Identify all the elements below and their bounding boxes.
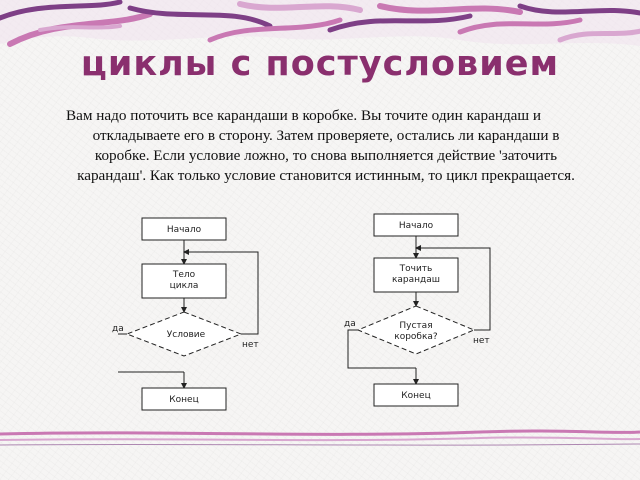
right-body-label-2: карандаш [392,275,440,285]
left-end-label: Конец [169,395,198,405]
slide-title: циклы с постусловием [80,44,560,84]
right-end-label: Конец [401,391,430,401]
right-condition-diamond [356,305,476,355]
right-flowchart [347,213,491,407]
right-body-box [373,257,459,293]
right-no-label: нет [473,336,490,346]
paragraph-line-1: Вам надо поточить все карандаши в коробк… [66,107,542,124]
left-yes-label: да [112,324,124,334]
left-no-label: нет [242,340,259,350]
left-flowchart [118,217,259,411]
right-body-label-1: Точить [399,264,433,274]
left-condition-diamond [125,311,243,357]
description-paragraph: Вам надо поточить все карандаши в коробк… [66,106,586,186]
left-condition-label: Условие [167,330,206,340]
right-end-box [373,383,459,407]
right-yes-label: да [344,319,356,329]
left-body-label-1: Тело [172,270,196,280]
decorative-ribbons-top [0,0,640,47]
right-condition-label-1: Пустая [399,321,432,331]
right-start-label: Начало [399,221,434,231]
left-start-label: Начало [167,225,202,235]
left-end-box [141,387,227,411]
right-condition-label-2: коробка? [394,332,438,342]
left-body-label-2: цикла [170,281,199,291]
paragraph-rest: откладываете его в сторону. Затем провер… [77,127,575,184]
